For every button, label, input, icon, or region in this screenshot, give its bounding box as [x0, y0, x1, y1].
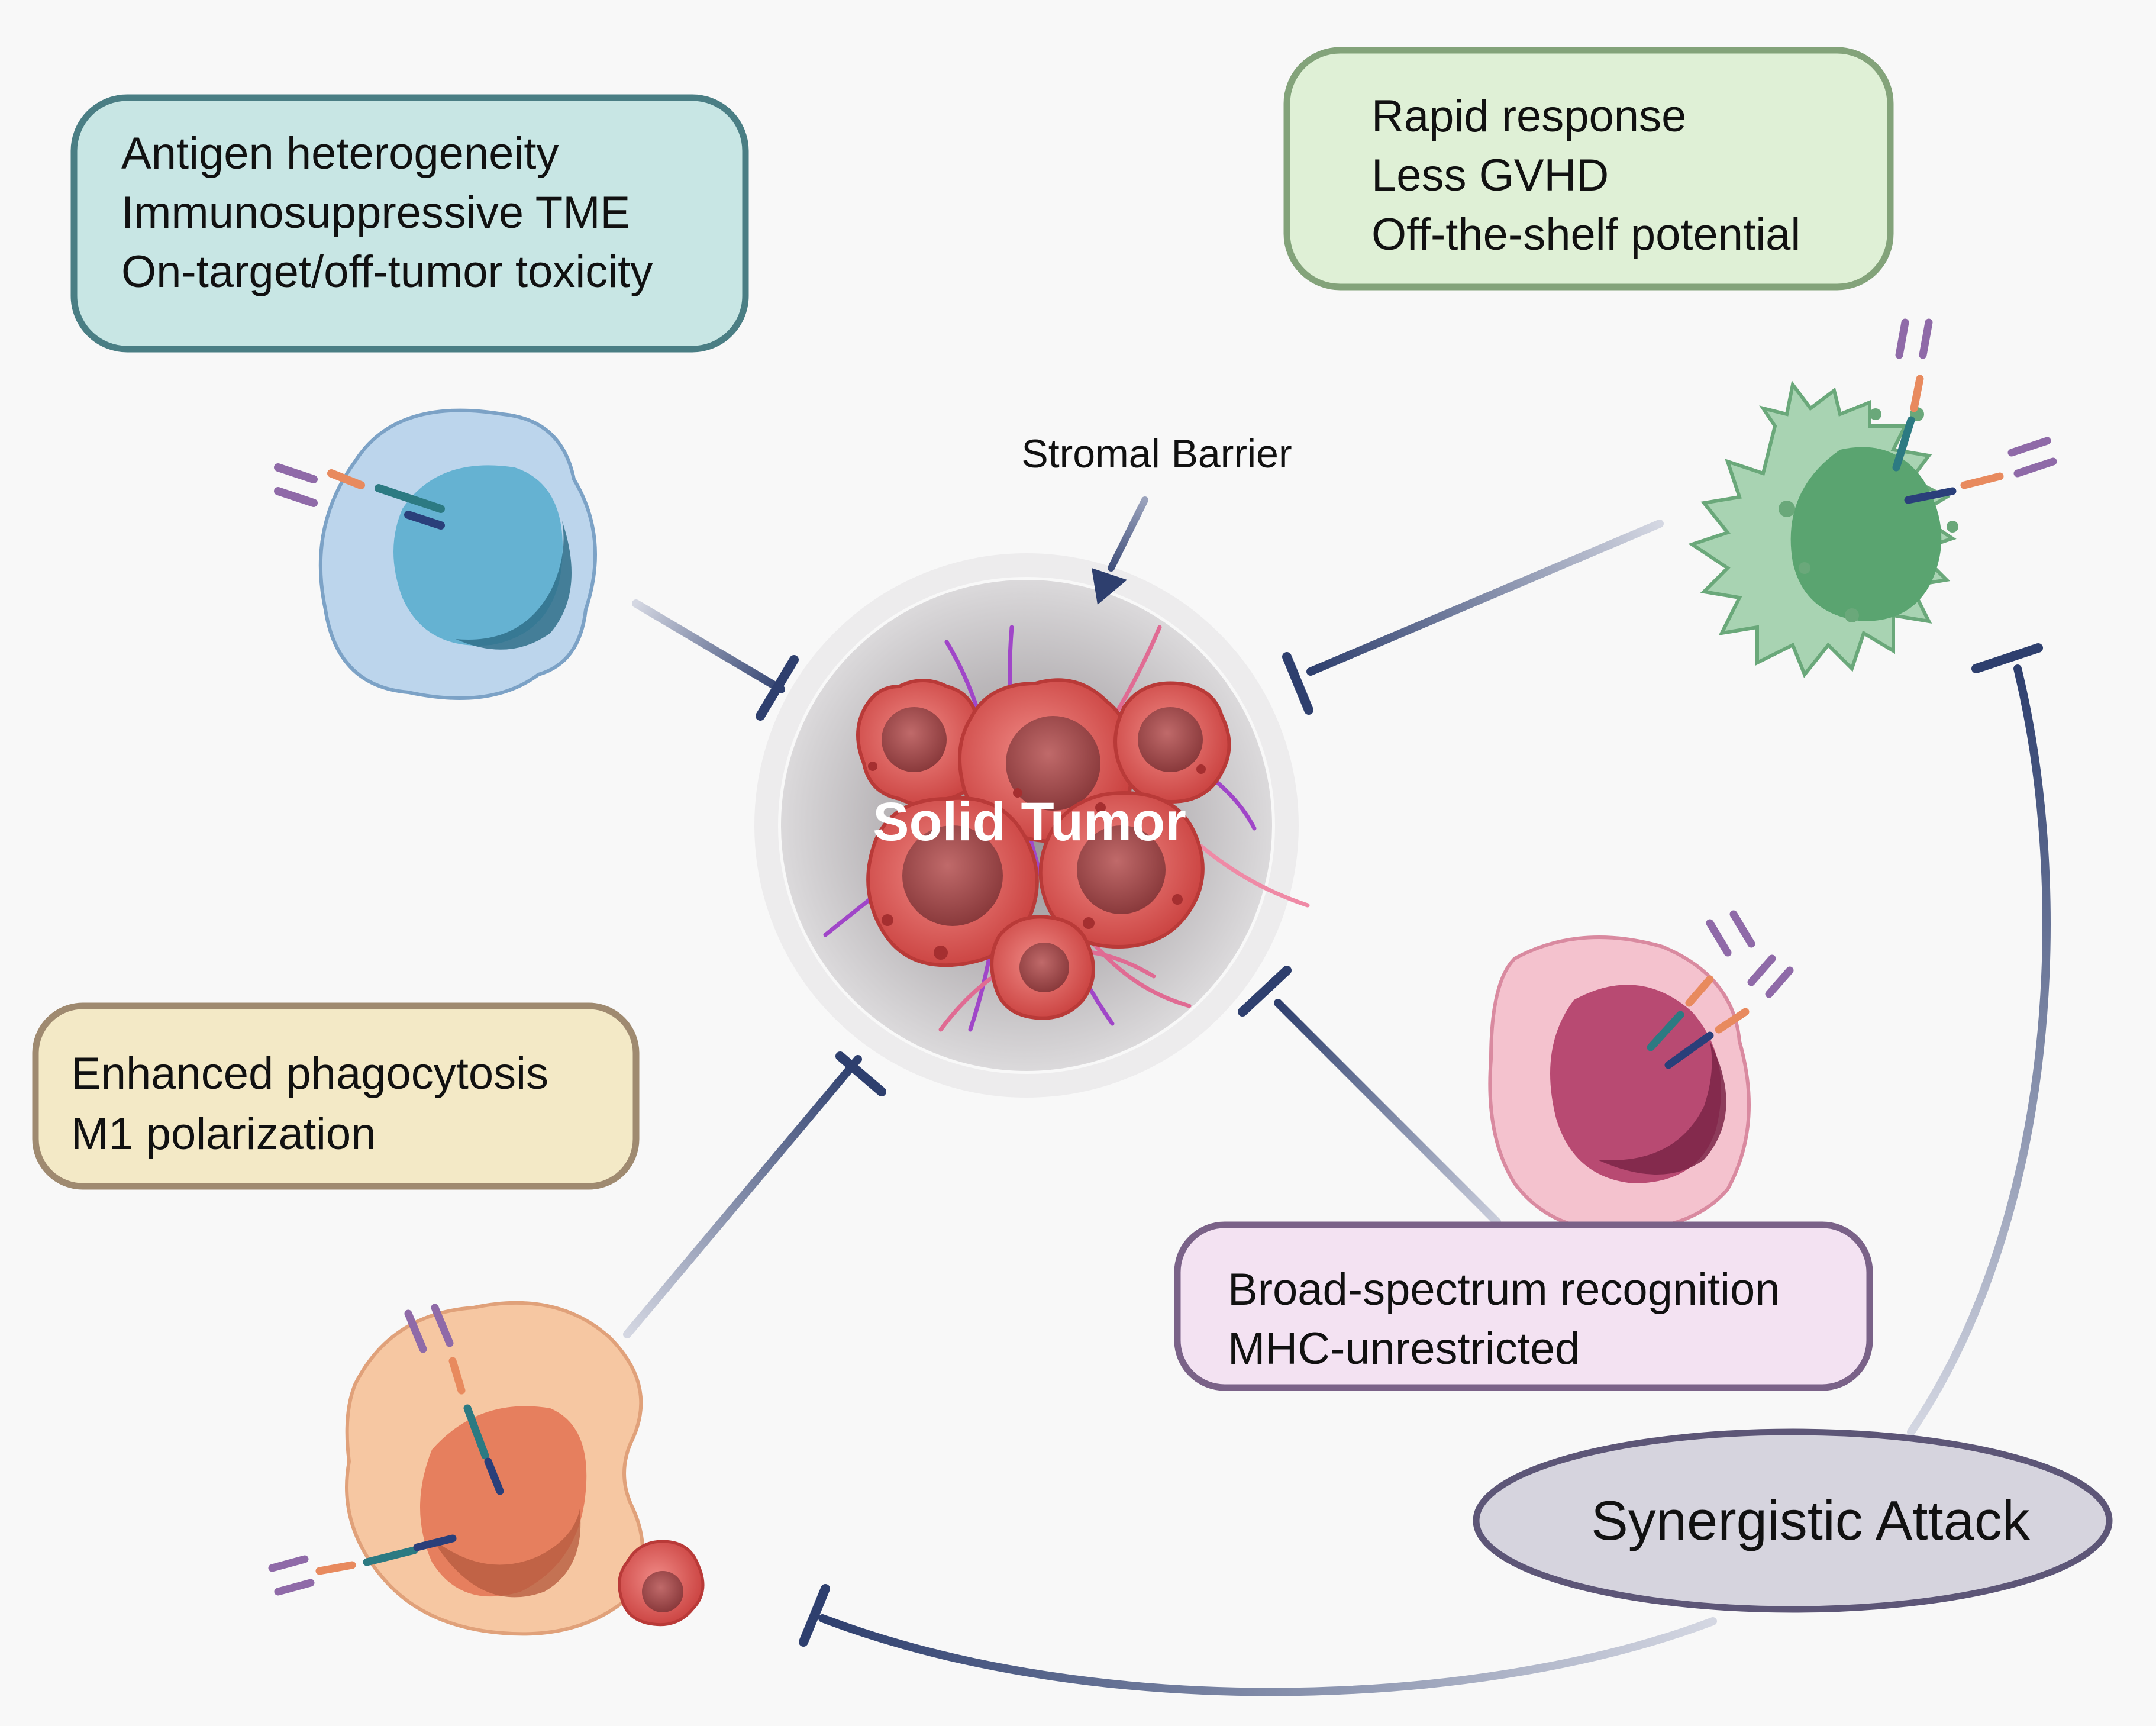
nkt-inhibition-arrow [1238, 966, 1501, 1226]
stromal-barrier-callout: Stromal Barrier [1021, 431, 1292, 605]
tumor-label: Solid Tumor [873, 792, 1186, 852]
macrophage-inhibition-arrow [623, 1051, 886, 1338]
car-macrophage-line: M1 polarization [71, 1109, 376, 1159]
car-receptor-icon [1892, 318, 2057, 504]
stromal-barrier-label: Stromal Barrier [1021, 431, 1292, 476]
car-nk-cell [1688, 318, 2057, 678]
car-nkt-line: MHC-unrestricted [1228, 1324, 1580, 1374]
car-nk-line: Rapid response [1371, 91, 1686, 141]
car-t-inhibition-arrow [632, 599, 799, 721]
car-macrophage-line: Enhanced phagocytosis [71, 1048, 548, 1099]
tumor-cell [990, 915, 1095, 1020]
car-t-cell [274, 408, 597, 700]
car-nkt-info-box: Broad-spectrum recognition MHC-unrestric… [1174, 1221, 1873, 1391]
car-t-line: Antigen heterogeneity [121, 128, 559, 179]
car-t-line: On-target/off-tumor toxicity [121, 247, 653, 297]
tumor-cell [866, 796, 1039, 967]
synergistic-attack-node: Synergistic Attack [1473, 1428, 2113, 1613]
solid-tumor: Solid Tumor [754, 553, 1310, 1098]
car-macrophage-info-box: Enhanced phagocytosis M1 polarization [32, 1002, 640, 1190]
car-nk-line: Less GVHD [1371, 150, 1609, 201]
tumor-cell [1038, 791, 1205, 949]
car-nk-info-box: Rapid response Less GVHD Off-the-shelf p… [1283, 47, 1894, 291]
car-macrophage-cell [268, 1301, 705, 1636]
car-receptor-icon [274, 463, 445, 530]
tumor-cell [856, 679, 989, 806]
tumor-cell [1113, 681, 1231, 804]
car-t-info-box: Antigen heterogeneity Immunosuppressive … [70, 94, 749, 353]
car-nkt-cell [1488, 910, 1794, 1233]
tumor-cell-cluster [856, 678, 1231, 1020]
small-tumor-cell [618, 1540, 705, 1627]
car-t-line: Immunosuppressive TME [121, 188, 630, 238]
car-nkt-line: Broad-spectrum recognition [1228, 1264, 1780, 1315]
car-receptor-icon [1647, 910, 1794, 1069]
nk-inhibition-arrow [1282, 520, 1664, 715]
synergy-to-macrophage-inhibition-arrow [799, 1584, 1717, 1696]
car-nk-line: Off-the-shelf potential [1371, 209, 1800, 260]
synergistic-attack-label: Synergistic Attack [1591, 1489, 2031, 1551]
synergy-to-nk-inhibition-arrow [1907, 643, 2051, 1436]
tumor-speckles [868, 762, 1206, 960]
car-receptor-icon [268, 1304, 504, 1596]
inhibition-arrows [623, 520, 2051, 1696]
